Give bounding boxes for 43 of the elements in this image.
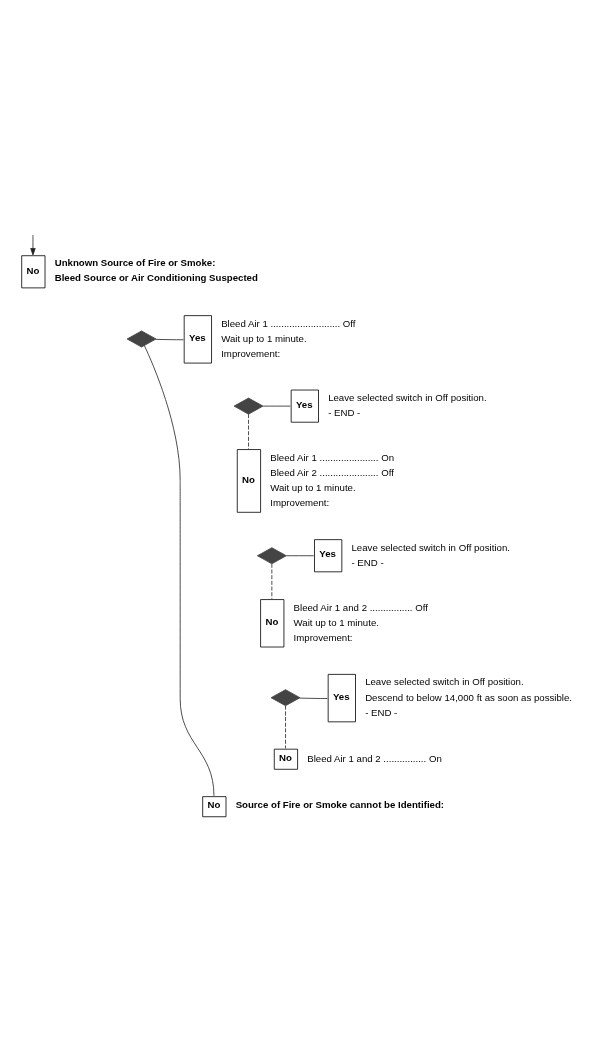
node-label: Source of Fire or Smoke cannot be Identified: (235, 799, 445, 811)
node-label: Wait up to 1 minute. (221, 332, 307, 344)
connector (285, 705, 286, 749)
node-box: No (236, 449, 261, 513)
node-label: Bleed Source or Air Conditioning Suspected (54, 272, 258, 284)
connector (262, 405, 291, 407)
node-box: Yes (314, 539, 343, 573)
node-label: - END - (328, 407, 361, 419)
node-label: Leave selected switch in Off position. (351, 541, 510, 553)
node-label: Descend to below 14,000 ft as soon as possible. (365, 691, 573, 703)
connector (155, 338, 184, 341)
connector (285, 555, 315, 557)
node-box: Yes (327, 674, 356, 723)
node-diamond (270, 689, 301, 707)
connector (248, 413, 249, 450)
arrow (30, 234, 36, 256)
node-label: Leave selected switch in Off position. (328, 391, 487, 403)
node-label: - END - (351, 556, 384, 568)
node-label: Wait up to 1 minute. (270, 482, 356, 494)
node-label: Leave selected switch in Off position. (365, 676, 524, 688)
node-label: Improvement: (293, 632, 353, 644)
connector (299, 697, 328, 699)
node-label: Wait up to 1 minute. (293, 616, 379, 628)
node-diamond (126, 330, 157, 348)
node-diamond (233, 397, 264, 415)
node-label: Bleed Air 1 and 2 ................ Off (293, 601, 428, 613)
connector (271, 563, 273, 600)
node-diamond (257, 547, 287, 565)
node-label: Improvement: (270, 497, 330, 509)
node-box: No (260, 599, 285, 648)
node-box: Yes (183, 315, 212, 364)
node-label: Improvement: (221, 348, 281, 360)
node-box: No (273, 748, 298, 770)
connector (143, 345, 215, 797)
node-label: Bleed Air 1 .......................... Off (221, 317, 356, 329)
node-label: - END - (365, 706, 398, 718)
node-label: Unknown Source of Fire or Smoke: (54, 256, 216, 268)
node-box: No (21, 255, 46, 289)
node-label: Bleed Air 1 and 2 ................ On (307, 752, 442, 764)
node-label: Bleed Air 1 ...................... On (270, 451, 395, 463)
node-box: Yes (290, 389, 319, 423)
node-box: No (202, 796, 227, 818)
node-label: Bleed Air 2 ...................... Off (270, 466, 394, 478)
